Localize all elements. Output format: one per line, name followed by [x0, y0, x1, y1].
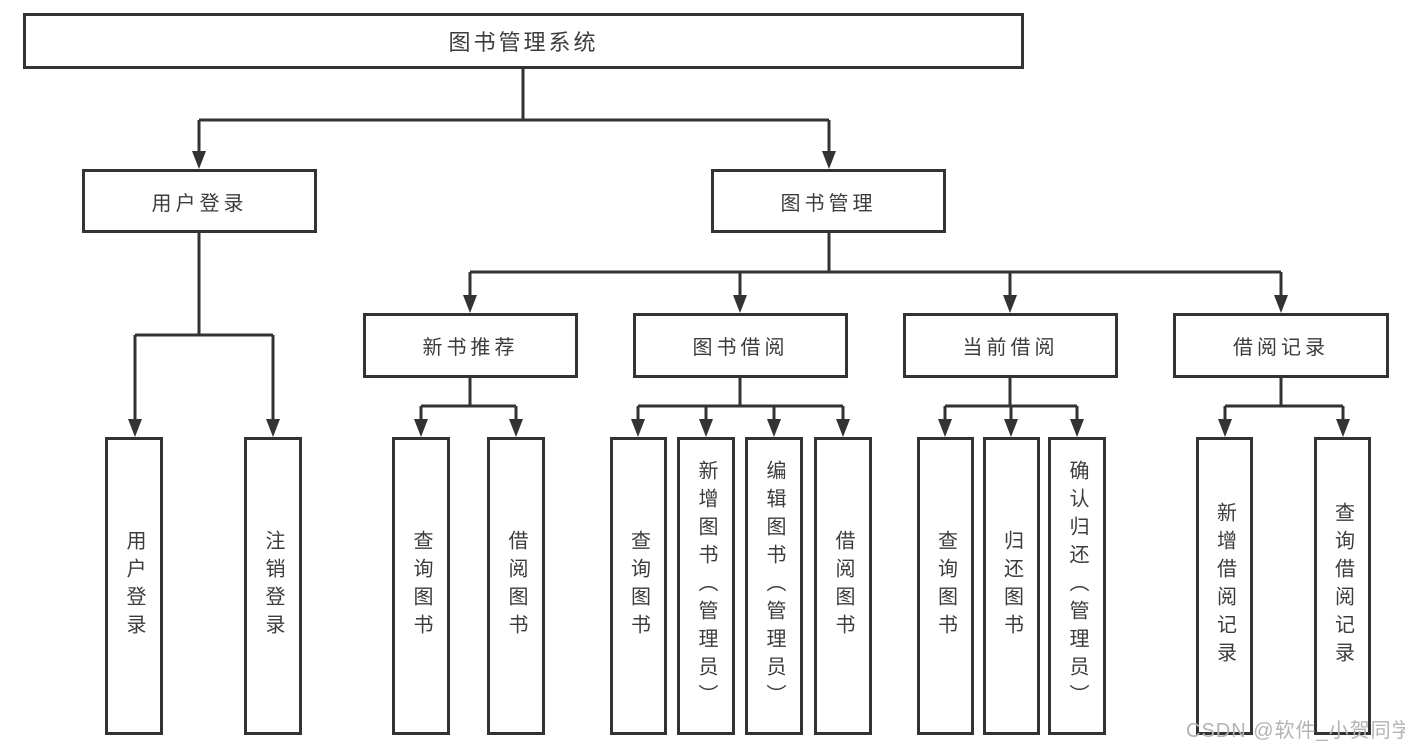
leaf-borrow-books: 借阅图书: [814, 437, 872, 735]
node-current-borrowing: 当前借阅: [903, 313, 1118, 378]
leaf-add-books-admin: 新增图书（管理员）: [677, 437, 735, 735]
leaf-user-login: 用户登录: [105, 437, 163, 735]
edge-new-book-recommendation-to-leaves: [414, 377, 523, 437]
arrow-down-icon: [1274, 295, 1288, 313]
arrow-down-icon: [822, 151, 836, 169]
arrow-down-icon: [1004, 419, 1018, 437]
node-user-login: 用户登录: [82, 169, 317, 233]
arrow-down-icon: [631, 419, 645, 437]
arrow-down-icon: [414, 419, 428, 437]
leaf-confirm-return-admin: 确认归还（管理员）: [1048, 437, 1106, 735]
leaf-borrow-books-recommendation: 借阅图书: [487, 437, 545, 735]
arrow-down-icon: [266, 419, 280, 437]
edge-borrowing-records-to-leaves: [1218, 377, 1350, 437]
node-book-management: 图书管理: [711, 169, 946, 233]
arrow-down-icon: [733, 295, 747, 313]
leaf-query-books-current: 查询图书: [917, 437, 974, 735]
node-borrowing-records: 借阅记录: [1173, 313, 1389, 378]
arrow-down-icon: [699, 419, 713, 437]
csdn-watermark: CSDN @软件_小贺同学: [1186, 720, 1405, 742]
arrow-down-icon: [1070, 419, 1084, 437]
arrow-down-icon: [938, 419, 952, 437]
leaf-query-books-borrowing: 查询图书: [610, 437, 667, 735]
leaf-logout: 注销登录: [244, 437, 302, 735]
edge-root-to-level2: [192, 69, 836, 169]
leaf-edit-books-admin: 编辑图书（管理员）: [745, 437, 803, 735]
edge-book-management-to-level3: [463, 232, 1288, 313]
node-book-borrowing: 图书借阅: [633, 313, 848, 378]
leaf-query-borrow-record: 查询借阅记录: [1314, 437, 1371, 735]
arrow-down-icon: [1003, 295, 1017, 313]
arrow-down-icon: [1218, 419, 1232, 437]
arrow-down-icon: [192, 151, 206, 169]
edge-user-login-to-leaves: [128, 232, 280, 437]
arrow-down-icon: [767, 419, 781, 437]
arrow-down-icon: [463, 295, 477, 313]
leaf-query-books-recommendation: 查询图书: [392, 437, 450, 735]
leaf-add-borrow-record: 新增借阅记录: [1196, 437, 1253, 735]
arrow-down-icon: [128, 419, 142, 437]
node-new-book-recommendation: 新书推荐: [363, 313, 578, 378]
edge-book-borrowing-to-leaves: [631, 377, 850, 437]
arrow-down-icon: [1336, 419, 1350, 437]
edge-current-borrowing-to-leaves: [938, 377, 1084, 437]
leaf-return-books: 归还图书: [983, 437, 1040, 735]
arrow-down-icon: [509, 419, 523, 437]
node-library-management-system: 图书管理系统: [23, 13, 1024, 69]
arrow-down-icon: [836, 419, 850, 437]
